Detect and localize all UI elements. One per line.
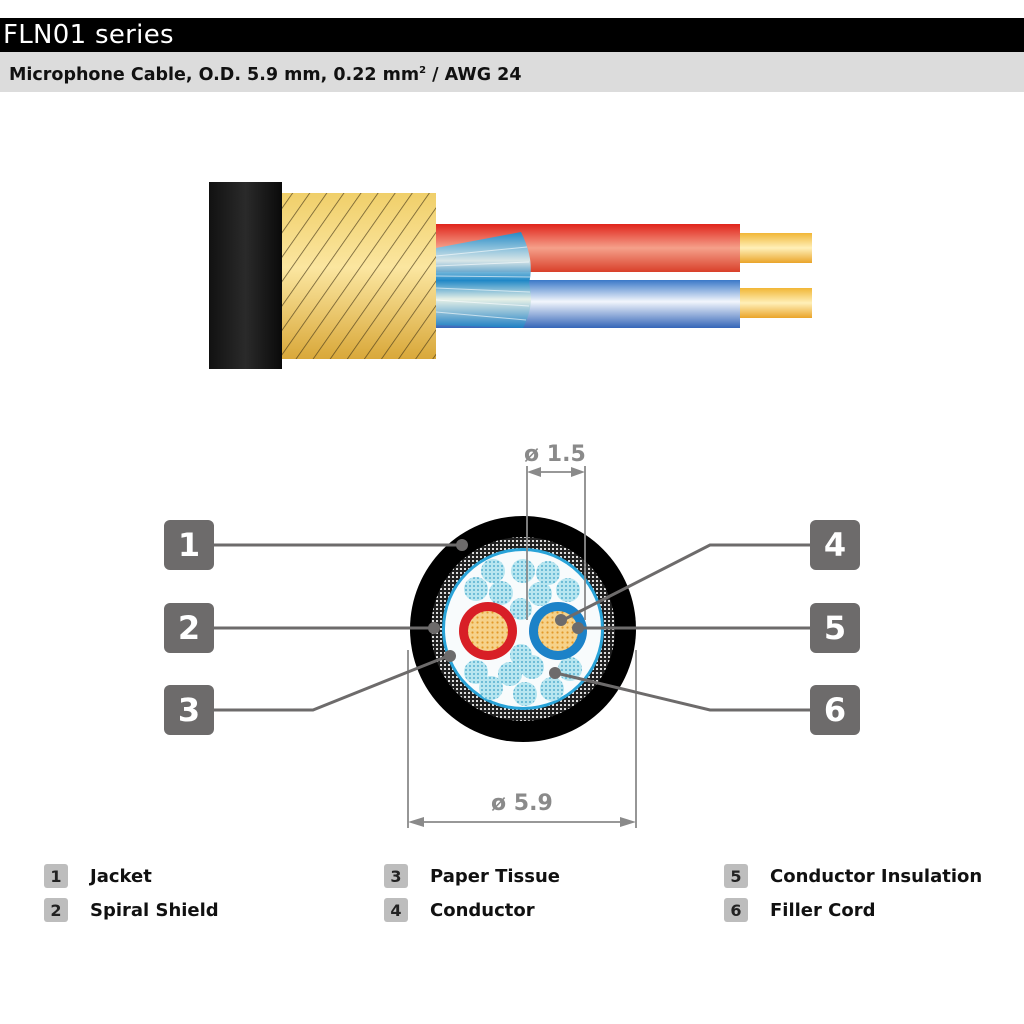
legend-label: Filler Cord: [770, 899, 876, 921]
legend-badge: 5: [724, 864, 748, 888]
legend-item-spiral-shield: 2 Spiral Shield: [44, 898, 219, 922]
legend-item-jacket: 1 Jacket: [44, 864, 152, 888]
legend-label: Paper Tissue: [430, 865, 560, 887]
legend-badge: 4: [384, 898, 408, 922]
blue-conductor: [740, 288, 812, 318]
paper-tissue-fan: [436, 232, 531, 328]
red-conductor: [740, 233, 812, 263]
callout-5: 5: [810, 603, 860, 653]
legend-label: Spiral Shield: [90, 899, 219, 921]
red-conductor-section: [468, 611, 508, 651]
leader-lines: [214, 539, 810, 712]
subtitle-text: Microphone Cable, O.D. 5.9 mm, 0.22 mm: [9, 65, 420, 85]
legend-badge: 3: [384, 864, 408, 888]
filler-cords: [464, 559, 582, 706]
legend-label: Conductor Insulation: [770, 865, 983, 887]
spiral-shield-segment: [282, 193, 436, 359]
legend-item-conductor-insulation: 5 Conductor Insulation: [724, 864, 982, 888]
subtitle-superscript: 2: [419, 65, 427, 76]
inner-diameter-label: ø 1.5: [524, 442, 586, 467]
title-bar: FLN01 series: [0, 18, 1024, 52]
legend-item-filler-cord: 6 Filler Cord: [724, 898, 876, 922]
subtitle-tail: / AWG 24: [426, 65, 522, 85]
legend-badge: 1: [44, 864, 68, 888]
cable-side-view: [209, 182, 812, 369]
subtitle-bar: Microphone Cable, O.D. 5.9 mm, 0.22 mm2 …: [0, 52, 1024, 92]
page-title: FLN01 series: [3, 20, 174, 50]
callout-3: 3: [164, 685, 214, 735]
legend-badge: 2: [44, 898, 68, 922]
dimension-lines: [407, 466, 637, 828]
callout-4: 4: [810, 520, 860, 570]
callout-1: 1: [164, 520, 214, 570]
blue-conductor-section: [538, 611, 578, 651]
legend-label: Conductor: [430, 899, 535, 921]
legend-item-paper-tissue: 3 Paper Tissue: [384, 864, 560, 888]
legend-badge: 6: [724, 898, 748, 922]
callout-2: 2: [164, 603, 214, 653]
legend: 1 Jacket 2 Spiral Shield 3 Paper Tissue …: [0, 864, 1024, 934]
page-subtitle: Microphone Cable, O.D. 5.9 mm, 0.22 mm2 …: [9, 60, 522, 86]
legend-item-conductor: 4 Conductor: [384, 898, 535, 922]
legend-label: Jacket: [90, 865, 152, 887]
jacket-segment: [209, 182, 282, 369]
callout-6: 6: [810, 685, 860, 735]
outer-diameter-label: ø 5.9: [491, 791, 553, 816]
